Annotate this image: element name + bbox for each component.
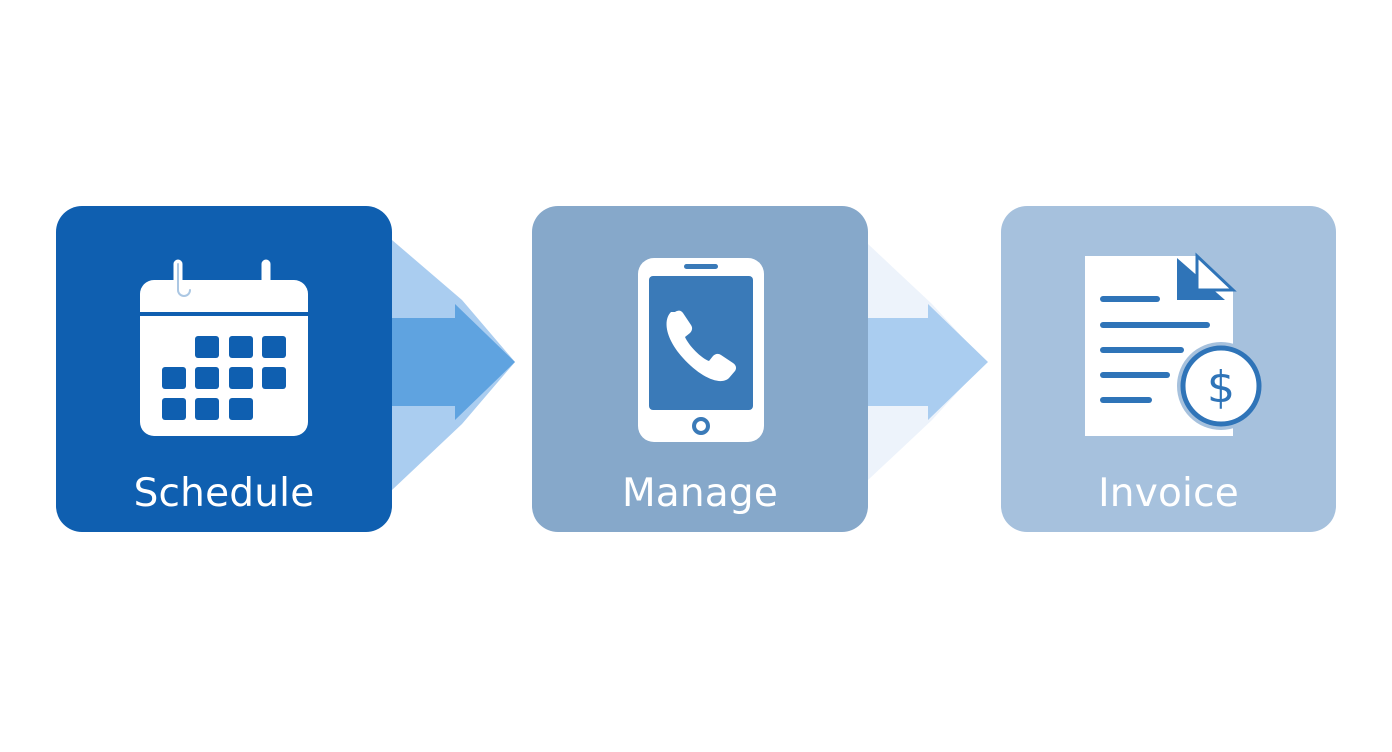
step-label-schedule: Schedule bbox=[133, 471, 315, 516]
step-card-schedule: Schedule bbox=[56, 206, 392, 532]
smartphone-phone-icon bbox=[638, 258, 764, 442]
arrow-manage-to-invoice-icon bbox=[868, 304, 988, 420]
calendar-icon bbox=[140, 259, 308, 436]
step-label-invoice: Invoice bbox=[1098, 471, 1239, 516]
step-label-manage: Manage bbox=[621, 471, 779, 516]
svg-text:$: $ bbox=[1207, 362, 1235, 413]
step-card-invoice: $ Invoice bbox=[1001, 206, 1336, 532]
invoice-dollar-icon: $ bbox=[1085, 252, 1265, 436]
step-card-manage: Manage bbox=[532, 206, 868, 532]
arrow-schedule-to-manage-icon bbox=[392, 304, 515, 420]
